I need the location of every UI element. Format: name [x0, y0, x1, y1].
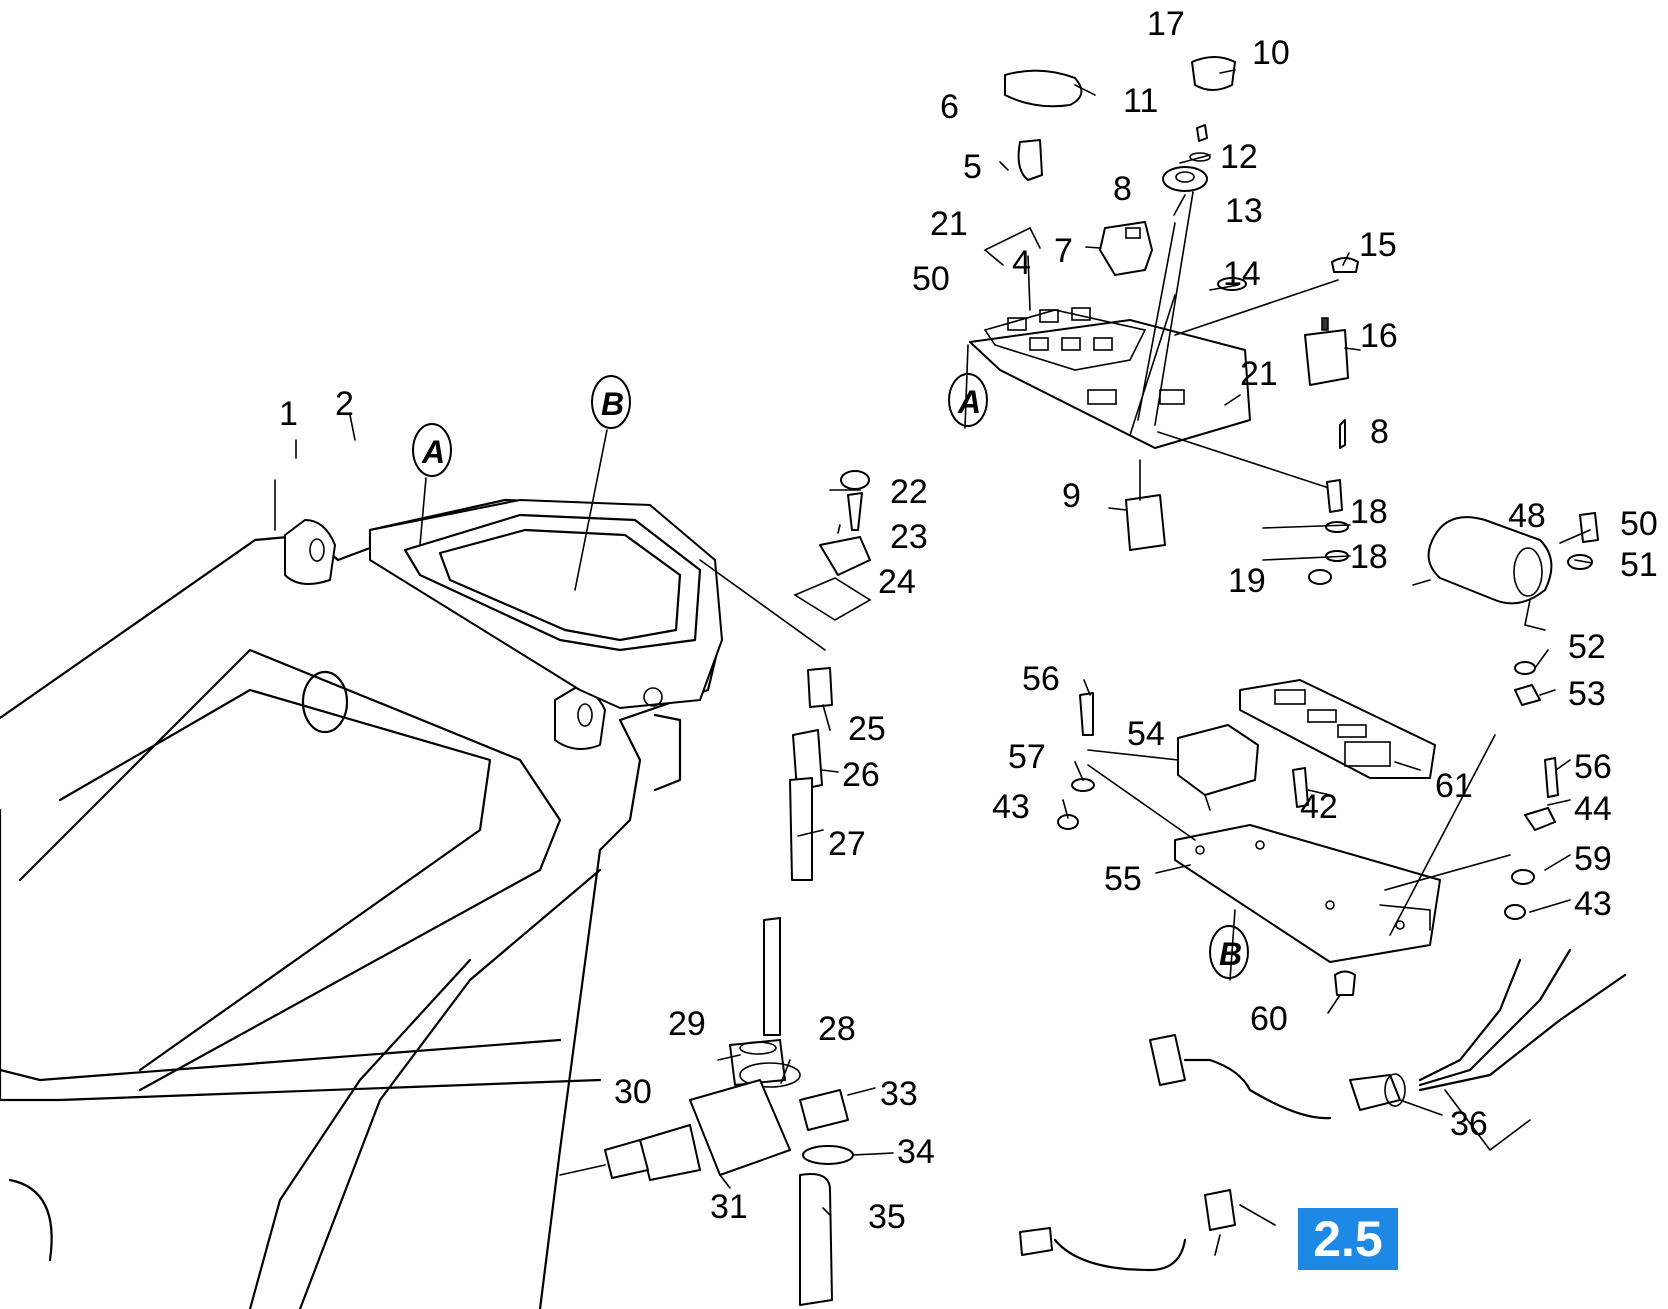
- callout-17: 17: [1147, 5, 1185, 43]
- electronics-plate-assembly: [1019, 512, 1627, 1272]
- callout-35: 35: [868, 1198, 906, 1236]
- callout-23: 23: [890, 518, 928, 556]
- callout-57: 57: [1008, 738, 1046, 776]
- callout-9: 9: [1062, 477, 1081, 515]
- callout-24: 24: [878, 563, 916, 601]
- callout-56-right: 56: [1574, 748, 1612, 786]
- callout-50-upper: 50: [912, 260, 950, 298]
- callout-61: 61: [1435, 767, 1473, 805]
- callout-29: 29: [668, 1005, 706, 1043]
- switch-panel-assembly: [969, 56, 1359, 585]
- callout-1: 1: [279, 395, 298, 433]
- callout-21-upper: 21: [930, 205, 968, 243]
- callout-50-lower: 50: [1620, 505, 1658, 543]
- callout-19: 19: [1228, 562, 1266, 600]
- callout-43-right: 43: [1574, 885, 1612, 923]
- callout-8-lower: 8: [1370, 413, 1389, 451]
- callout-44: 44: [1574, 790, 1612, 828]
- callout-43-left: 43: [992, 788, 1030, 826]
- callout-18-upper: 18: [1350, 493, 1388, 531]
- callout-54: 54: [1127, 715, 1165, 753]
- callout-33: 33: [880, 1075, 918, 1113]
- letter-a-housing: A: [421, 434, 445, 470]
- leader-lines: [274, 69, 1593, 1216]
- callout-59: 59: [1574, 840, 1612, 878]
- valve-assembly: [559, 470, 872, 1306]
- reference-letter-a-housing: A: [412, 423, 452, 477]
- letter-a-panel: A: [957, 384, 981, 420]
- callout-4: 4: [1012, 244, 1031, 282]
- callout-42: 42: [1300, 788, 1338, 826]
- callout-48: 48: [1508, 497, 1546, 535]
- callout-27: 27: [828, 825, 866, 863]
- callout-25: 25: [848, 710, 886, 748]
- callout-36: 36: [1450, 1105, 1488, 1143]
- callout-34: 34: [897, 1133, 935, 1171]
- callout-15: 15: [1359, 226, 1397, 264]
- reference-letter-b-plate: B: [1209, 925, 1249, 979]
- main-housing: [0, 498, 723, 1309]
- callout-56-left: 56: [1022, 660, 1060, 698]
- callout-18-lower: 18: [1350, 538, 1388, 576]
- callout-60: 60: [1250, 1000, 1288, 1038]
- callout-10: 10: [1252, 34, 1290, 72]
- callout-12: 12: [1220, 138, 1258, 176]
- callout-6: 6: [940, 88, 959, 126]
- callout-30: 30: [614, 1073, 652, 1111]
- callout-52: 52: [1568, 628, 1606, 666]
- callout-31: 31: [710, 1188, 748, 1226]
- callout-8-upper: 8: [1113, 170, 1132, 208]
- callout-7: 7: [1054, 232, 1073, 270]
- reference-letter-b-housing: B: [591, 375, 631, 429]
- callout-13: 13: [1225, 192, 1263, 230]
- callout-5: 5: [963, 148, 982, 186]
- callout-51: 51: [1620, 546, 1658, 584]
- reference-letter-a-panel: A: [948, 373, 988, 427]
- callout-26: 26: [842, 756, 880, 794]
- letter-b-plate: B: [1219, 936, 1242, 972]
- callout-28: 28: [818, 1010, 856, 1048]
- callout-22: 22: [890, 473, 928, 511]
- callout-16: 16: [1360, 317, 1398, 355]
- letter-b-housing: B: [601, 386, 624, 422]
- callout-53: 53: [1568, 675, 1606, 713]
- section-number-badge: 2.5: [1298, 1208, 1398, 1270]
- callout-55: 55: [1104, 860, 1142, 898]
- callout-14: 14: [1223, 255, 1261, 293]
- callout-21-lower: 21: [1240, 355, 1278, 393]
- callout-2: 2: [335, 385, 354, 423]
- callout-labels: 1 2 4 5 6 7 8 8 9 10 11 12 13 14 15 16 1…: [279, 5, 1658, 1236]
- callout-11: 11: [1123, 82, 1158, 120]
